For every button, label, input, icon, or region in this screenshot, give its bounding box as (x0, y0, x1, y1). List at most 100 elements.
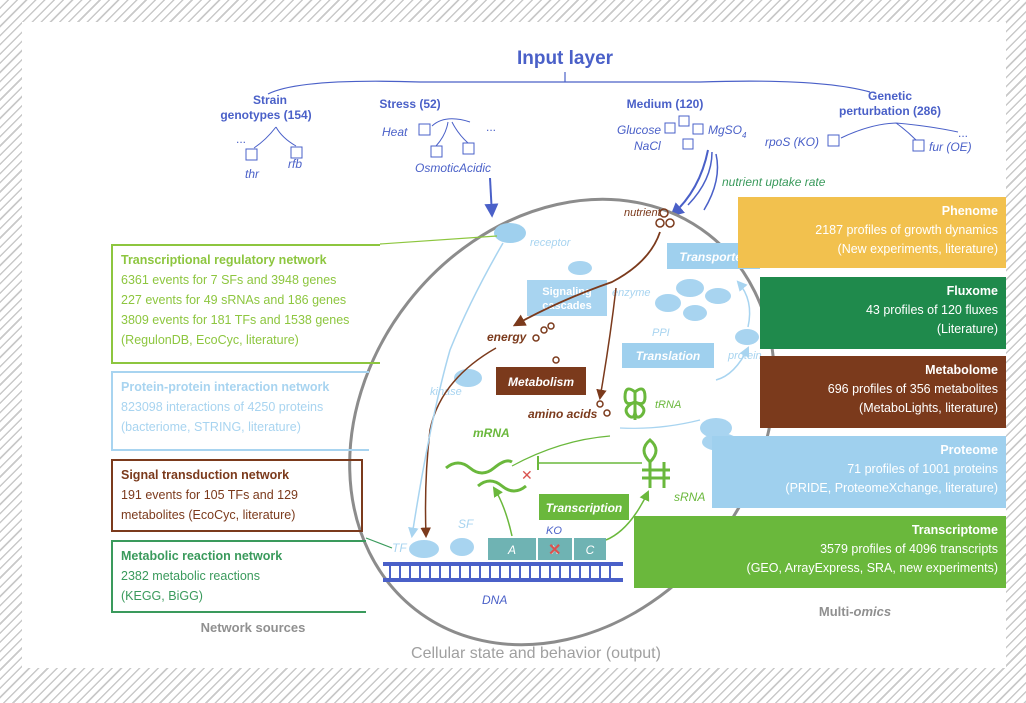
receptor-to-tf-arrow (408, 242, 504, 539)
transcriptome-line-2: (GEO, ArrayExpress, SRA, new experiments… (746, 561, 998, 575)
translation-to-protein-arrow (715, 346, 750, 381)
energy-mol-2 (540, 326, 548, 334)
phenome-line-1: 2187 profiles of growth dynamics (815, 223, 998, 237)
transcriptome-panel: Transcriptome 3579 profiles of 4096 tran… (634, 516, 1006, 588)
energy-mol-1 (532, 334, 540, 342)
transporter-label: Transporter (679, 250, 747, 264)
mrna-strand-1 (445, 459, 513, 475)
multi-omics-label: Multi-omics (819, 604, 891, 619)
medium-mgso-text: MgSO (708, 123, 742, 137)
nutrient-mol-1 (659, 208, 669, 218)
strain-rfb-node (290, 146, 303, 159)
metabolome-panel: Metabolome 696 profiles of 356 metabolit… (760, 356, 1006, 428)
stress-osmotic-label: Osmotic (415, 161, 459, 175)
genetic-rpos-node (827, 134, 840, 147)
signal-network-title: Signal transduction network (121, 468, 290, 482)
fluxome-panel: Fluxome 43 profiles of 120 fluxes (Liter… (760, 277, 1006, 349)
nutrient-uptake-label: nutrient uptake rate (722, 175, 826, 189)
fluxome-line-2: (Literature) (936, 322, 998, 336)
ribosome-loop-arrow (619, 419, 701, 429)
medium-mgso-label: MgSO4 (708, 123, 747, 140)
phenome-title: Phenome (941, 204, 998, 218)
signaling-label-2: cascades (542, 300, 592, 312)
trn-line-2: 227 events for 49 sRNAs and 186 genes (121, 293, 347, 307)
transcriptome-title: Transcriptome (911, 523, 998, 537)
receptor-shape (494, 223, 526, 243)
stress-title: Stress (52) (379, 97, 440, 111)
strain-title-line2: genotypes (154) (220, 108, 311, 122)
transcription-box (539, 494, 629, 520)
energy-to-dna-arrow (420, 347, 497, 539)
trn-line-3: 3809 events for 181 TFs and 1538 genes (121, 313, 350, 327)
stress-branch (431, 118, 471, 147)
phenome-line-2: (New experiments, literature) (837, 242, 998, 256)
gene-to-mrna-arrow (492, 486, 513, 537)
energy-mol-3 (547, 322, 555, 330)
tf-label: TF (392, 541, 407, 555)
enzyme-shape (568, 261, 592, 275)
tf-shape (409, 540, 439, 558)
trn-line-1: 6361 events for 7 SFs and 3948 genes (121, 273, 337, 287)
srna-shape (642, 438, 670, 488)
genetic-fur-node (912, 139, 925, 152)
proteome-panel: Proteome 71 profiles of 1001 proteins (P… (712, 436, 1006, 508)
sf-label: SF (458, 517, 474, 531)
strain-ellipsis: ... (236, 132, 246, 146)
medium-nacl-label: NaCl (634, 139, 661, 153)
stress-heat-label: Heat (382, 125, 408, 139)
metabolome-title: Metabolome (925, 363, 998, 377)
trna-shape (623, 387, 647, 420)
protein-to-ppi-arrow (736, 280, 751, 328)
trn-box: Transcriptional regulatory network 6361 … (111, 244, 380, 364)
gene-a-label: A (507, 543, 516, 557)
ko-label: KO (546, 525, 562, 537)
input-layer-title: Input layer (517, 48, 614, 69)
dna-strand-bottom (383, 578, 623, 582)
proteome-line-1: 71 profiles of 1001 proteins (847, 462, 998, 476)
signal-network-line-1: 191 events for 105 TFs and 129 (121, 488, 298, 502)
metabolome-line-2: (MetaboLights, literature) (859, 401, 998, 415)
fluxome-line-1: 43 profiles of 120 fluxes (865, 303, 998, 317)
strain-branch (253, 126, 297, 149)
receptor-label: receptor (530, 237, 572, 249)
medium-arrow-2 (687, 151, 713, 206)
nutrient-mol-3 (665, 218, 675, 228)
mrna-label: mRNA (473, 426, 510, 440)
nutrient-to-metabolism-arrow (512, 231, 661, 327)
enzyme-label: enzyme (612, 287, 651, 299)
stress-osmotic-node (430, 145, 443, 158)
ppi-protein-3 (655, 294, 681, 312)
medium-mgso-subscript: 4 (742, 131, 747, 140)
ppi-network-line-2: (bacteriome, STRING, literature) (121, 420, 301, 434)
medium-node-2 (678, 115, 690, 127)
medium-title: Medium (120) (627, 97, 704, 111)
medium-arrow-3 (703, 153, 719, 211)
ppi-protein-2 (705, 288, 731, 304)
multi-omics-prefix: Multi- (819, 604, 854, 619)
trn-line-4: (RegulonDB, EcoCyc, literature) (121, 333, 299, 347)
dna-strand-top (383, 562, 623, 566)
nutrient-mol-2 (655, 218, 665, 228)
protein-shape (735, 329, 759, 345)
stress-acidic-label: Acidic (458, 161, 491, 175)
genetic-fur-label: fur (OE) (929, 140, 972, 154)
nutrient-label: nutrient (624, 207, 662, 219)
signal-network-line-2: metabolites (EcoCyc, literature) (121, 508, 296, 522)
input-bracket (267, 80, 871, 95)
fluxome-title: Fluxome (946, 284, 998, 298)
mrna-to-ribosome-arrow (511, 435, 611, 467)
metabolic-network-box: Metabolic reaction network 2382 metaboli… (111, 540, 366, 613)
metabolic-network-line-1: 2382 metabolic reactions (121, 569, 260, 583)
srna-label: sRNA (674, 490, 705, 504)
metabolic-network-line-2: (KEGG, BiGG) (121, 589, 203, 603)
medium-node-3 (692, 123, 704, 135)
transcription-label: Transcription (546, 501, 622, 515)
medium-to-nutrient-arrow (669, 149, 709, 217)
signal-network-box: Signal transduction network 191 events f… (111, 459, 363, 532)
strain-thr-node (245, 148, 258, 161)
gene-x-ko-mark: ✕ (548, 542, 561, 559)
energy-label: energy (487, 330, 528, 344)
stress-acidic-node (462, 142, 475, 155)
signaling-box (527, 280, 607, 316)
ppi-label: PPI (652, 327, 670, 339)
